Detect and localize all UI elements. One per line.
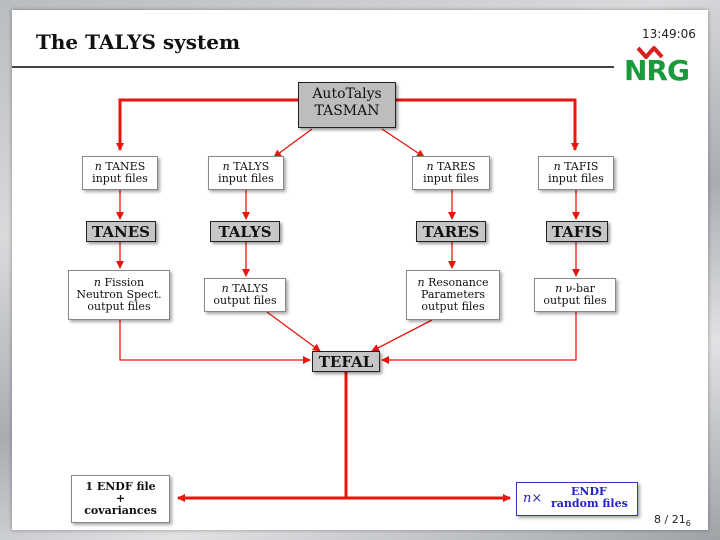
n-symbol: n	[417, 276, 425, 289]
slide-title: The TALYS system	[36, 30, 241, 54]
endf-random-files-box: n× ENDF random files	[516, 482, 638, 516]
tasman-label: TASMAN	[314, 103, 380, 119]
nubar-output-box: n ν-bar output files	[534, 278, 616, 312]
autotalys-label: AutoTalys	[312, 86, 382, 102]
page-number: 8 / 216	[654, 513, 691, 528]
autotalys-tasman-box: AutoTalys TASMAN	[298, 82, 396, 128]
endf-line1: 1 ENDF file	[85, 480, 156, 493]
n-symbol: n	[93, 276, 101, 289]
n-symbol: n	[555, 282, 563, 295]
output-line1: Fission	[104, 276, 145, 289]
input-name: TANES	[105, 160, 146, 173]
svg-text:NRG: NRG	[624, 54, 689, 84]
n-symbol: n	[221, 282, 229, 295]
n-symbol: n	[553, 160, 561, 173]
tanes-code-box: TANES	[86, 221, 156, 242]
random-line2: random files	[551, 497, 628, 510]
output-line2: Neutron Spect.	[76, 288, 162, 301]
output-line1: ν-bar	[565, 282, 595, 295]
talys-output-box: n TALYS output files	[204, 278, 286, 312]
input-name: TAFIS	[564, 160, 599, 173]
nrg-logo-icon: NRG	[624, 46, 690, 84]
tefal-box: TEFAL	[312, 351, 380, 372]
input-name: TARES	[437, 160, 476, 173]
resonance-output-box: n Resonance Parameters output files	[406, 270, 500, 320]
n-times-symbol: n×	[523, 491, 543, 506]
n-symbol: n	[94, 160, 102, 173]
tares-input-box: n TARES input files	[412, 156, 490, 190]
tares-code-box: TARES	[416, 221, 486, 242]
tafis-code-box: TAFIS	[546, 221, 608, 242]
flow-arrows	[116, 98, 580, 502]
fission-output-box: n Fission Neutron Spect. output files	[68, 270, 170, 320]
clock: 13:49:06	[642, 27, 696, 41]
random-line1: ENDF	[571, 485, 607, 498]
page-counter: 8 / 21	[654, 513, 686, 526]
input-name: TALYS	[233, 160, 270, 173]
output-line3: output files	[87, 300, 151, 313]
tafis-input-box: n TAFIS input files	[538, 156, 614, 190]
talys-input-box: n TALYS input files	[208, 156, 284, 190]
endf-line2: +	[115, 492, 126, 505]
output-line1: TALYS	[232, 282, 269, 295]
output-line1: Resonance	[428, 276, 489, 289]
input-files-label: input files	[92, 172, 148, 185]
input-files-label: input files	[423, 172, 479, 185]
page-subscript: 6	[685, 519, 691, 529]
output-line3: output files	[421, 300, 485, 313]
slide: The TALYS system 13:49:06 NRG	[12, 10, 708, 530]
input-files-label: input files	[218, 172, 274, 185]
endf-covariances-box: 1 ENDF file + covariances	[71, 475, 170, 523]
n-symbol: n	[426, 160, 434, 173]
talys-code-box: TALYS	[210, 221, 280, 242]
input-files-label: input files	[548, 172, 604, 185]
endf-line3: covariances	[84, 504, 157, 517]
output-line2: Parameters	[420, 288, 486, 301]
title-rule	[12, 66, 614, 68]
output-line2: output files	[543, 294, 607, 307]
tanes-input-box: n TANES input files	[82, 156, 158, 190]
n-symbol: n	[222, 160, 230, 173]
output-line2: output files	[213, 294, 277, 307]
